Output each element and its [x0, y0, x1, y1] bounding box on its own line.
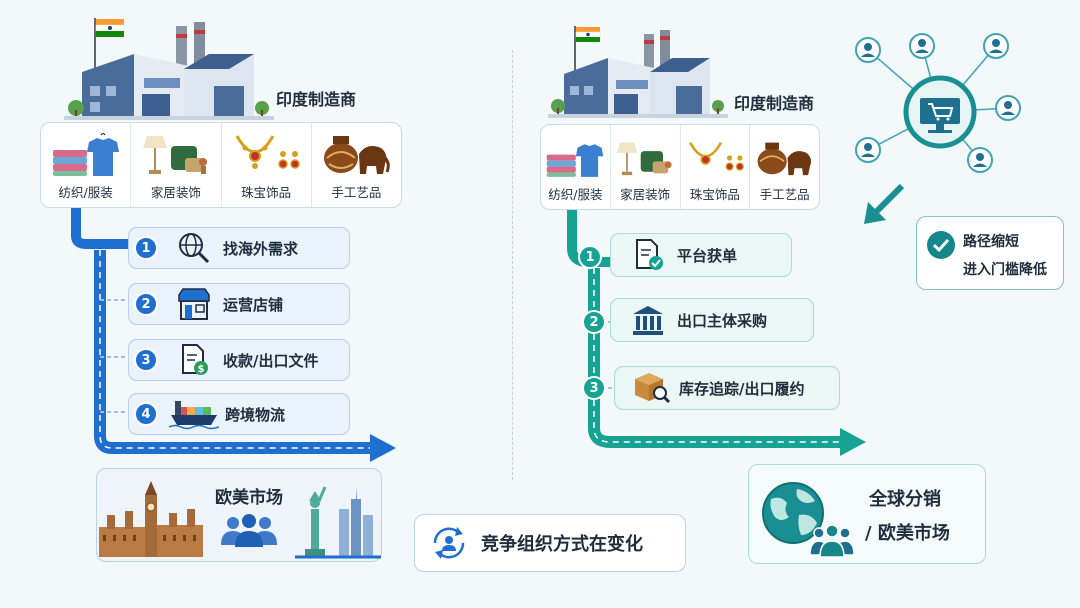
step-number: 1 [578, 245, 602, 269]
step-label: 跨境物流 [225, 405, 286, 424]
category-textile: 纺织/服装 [41, 123, 132, 207]
category-panel: 纺织/服装 家居装饰 珠宝饰品 [40, 122, 402, 208]
benefit-line-1: 路径缩短 [963, 234, 1019, 250]
svg-text:$: $ [198, 364, 205, 375]
left-flow-path [71, 208, 396, 462]
cargo-ship-icon [169, 401, 219, 430]
step-number: 2 [134, 292, 158, 316]
category-label: 珠宝饰品 [241, 185, 292, 200]
london-skyline-icon [99, 481, 203, 557]
step-label: 出口主体采购 [677, 311, 768, 330]
step-number: 3 [582, 376, 606, 400]
market-label: 欧美市场 [215, 488, 283, 508]
document-dollar-icon: $ [182, 344, 208, 375]
category-textile: 纺织/服装 [541, 125, 611, 209]
category-label: 家居装饰 [620, 187, 671, 202]
category-panel: 纺织/服装 家居装饰 珠宝饰品 手工艺品 [540, 124, 820, 210]
home-decor-icon [142, 136, 207, 174]
category-jewelry: 珠宝饰品 [222, 123, 312, 207]
down-left-arrow-icon [864, 183, 905, 224]
category-label: 家居装饰 [150, 185, 201, 200]
step-export-entity: 出口主体采购 [610, 298, 814, 342]
category-label: 手工艺品 [331, 185, 382, 200]
new-york-skyline-icon [295, 486, 381, 559]
category-home-decor: 家居装饰 [131, 123, 222, 207]
check-circle-icon [927, 231, 955, 259]
distribution-line-2: / 欧美市场 [865, 523, 950, 544]
category-label: 珠宝饰品 [689, 187, 740, 202]
western-market-box: 欧美市场 [96, 468, 382, 562]
caption-text: 竞争组织方式在变化 [481, 534, 643, 555]
platform-network-icon [855, 33, 1021, 173]
storefront-icon [178, 288, 210, 320]
document-check-icon [636, 239, 663, 270]
factory-icon [548, 26, 728, 118]
step-label: 运营店铺 [223, 295, 284, 314]
step-run-store: 运营店铺 [128, 283, 350, 325]
category-handicraft: 手工艺品 [750, 125, 819, 209]
step-payment-docs: $ 收款/出口文件 [128, 339, 350, 381]
jewelry-icon [688, 141, 744, 171]
step-number: 3 [134, 348, 158, 372]
home-decor-icon [616, 142, 672, 176]
caption-box: 竞争组织方式在变化 [414, 514, 686, 572]
step-label: 库存追踪/出口履约 [679, 379, 805, 398]
bank-building-icon [633, 306, 663, 335]
textile-icon [547, 144, 604, 177]
user-node-icon [855, 37, 881, 63]
factory-icon [64, 18, 274, 120]
step-number: 1 [134, 236, 158, 260]
distribution-line-1: 全球分销 [869, 489, 941, 510]
category-label: 纺织/服装 [58, 185, 113, 200]
center-divider [512, 50, 513, 480]
jewelry-icon [235, 135, 300, 169]
package-search-icon [635, 373, 671, 404]
global-distribution-box: 全球分销 / 欧美市场 [748, 464, 986, 564]
category-home-decor: 家居装饰 [611, 125, 681, 209]
manufacturer-label: 印度制造商 [276, 90, 357, 109]
step-label: 找海外需求 [223, 239, 299, 258]
category-label: 纺织/服装 [548, 187, 603, 202]
step-number: 4 [134, 402, 158, 426]
globe-search-icon [179, 233, 210, 264]
globe-icon [762, 482, 824, 544]
step-number: 2 [582, 310, 606, 334]
step-label: 平台获单 [677, 246, 738, 265]
category-jewelry: 珠宝饰品 [681, 125, 751, 209]
step-inventory-fulfillment: 库存追踪/出口履约 [614, 366, 840, 410]
category-handicraft: 手工艺品 [312, 123, 401, 207]
benefit-line-2: 进入门槛降低 [963, 262, 1047, 278]
people-group-icon [809, 524, 855, 557]
benefit-box: 路径缩短 进入门槛降低 [916, 216, 1064, 290]
step-logistics: 跨境物流 [128, 393, 350, 435]
people-cycle-icon [433, 527, 465, 559]
handicraft-icon [757, 142, 811, 176]
step-platform-orders: 平台获单 [610, 233, 792, 277]
step-find-demand: 找海外需求 [128, 227, 350, 269]
category-label: 手工艺品 [759, 187, 810, 202]
textile-icon [52, 132, 119, 176]
handicraft-icon [324, 136, 391, 174]
people-icon [221, 514, 277, 547]
step-label: 收款/出口文件 [223, 351, 319, 370]
manufacturer-label: 印度制造商 [734, 94, 815, 113]
